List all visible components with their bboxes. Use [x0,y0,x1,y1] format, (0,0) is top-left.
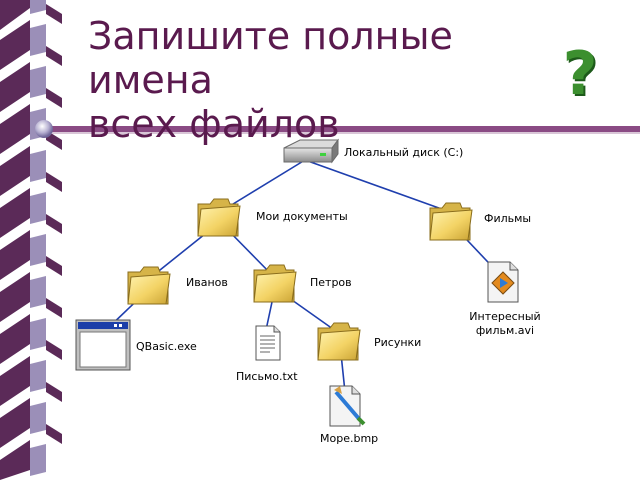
folder-icon-ivanov[interactable] [127,266,171,305]
page-title: Запишите полные имена всех файлов [88,14,588,146]
title-line-1: Запишите полные имена [88,14,453,102]
file-label-letter[interactable]: Письмо.txt [236,370,298,383]
question-mark-icon: ? ? [563,44,600,102]
spiral-binding [0,0,66,480]
folder-icon-petrov[interactable] [253,264,297,303]
drive-label[interactable]: Локальный диск (C:) [344,146,464,159]
folder-label-petrov[interactable]: Петров [310,276,352,289]
text-file-icon[interactable] [255,325,281,361]
folder-label-ivanov[interactable]: Иванов [186,276,228,289]
file-label-sea[interactable]: Море.bmp [320,432,379,445]
folder-icon-movies[interactable] [429,202,473,241]
svg-text:?: ? [563,44,598,102]
folder-icon-pictures[interactable] [317,322,361,361]
image-file-icon[interactable] [329,385,366,427]
folder-label-movies[interactable]: Фильмы [484,212,532,225]
folder-label-my-documents[interactable]: Мои документы [256,210,348,223]
file-label-movie-line-2[interactable]: фильм.avi [475,324,535,337]
folder-icon-my-documents[interactable] [197,198,241,237]
folder-label-pictures[interactable]: Рисунки [374,336,422,349]
hard-drive-icon[interactable] [283,138,339,164]
svg-text:?: ? [565,44,600,102]
file-label-movie-line-1[interactable]: Интересный [469,310,541,323]
video-file-icon[interactable] [487,261,519,303]
title-divider [35,120,640,138]
title-line-2: всех файлов [88,102,340,146]
file-label-qbasic[interactable]: QBasic.exe [136,340,197,353]
application-window-icon[interactable] [75,319,131,371]
